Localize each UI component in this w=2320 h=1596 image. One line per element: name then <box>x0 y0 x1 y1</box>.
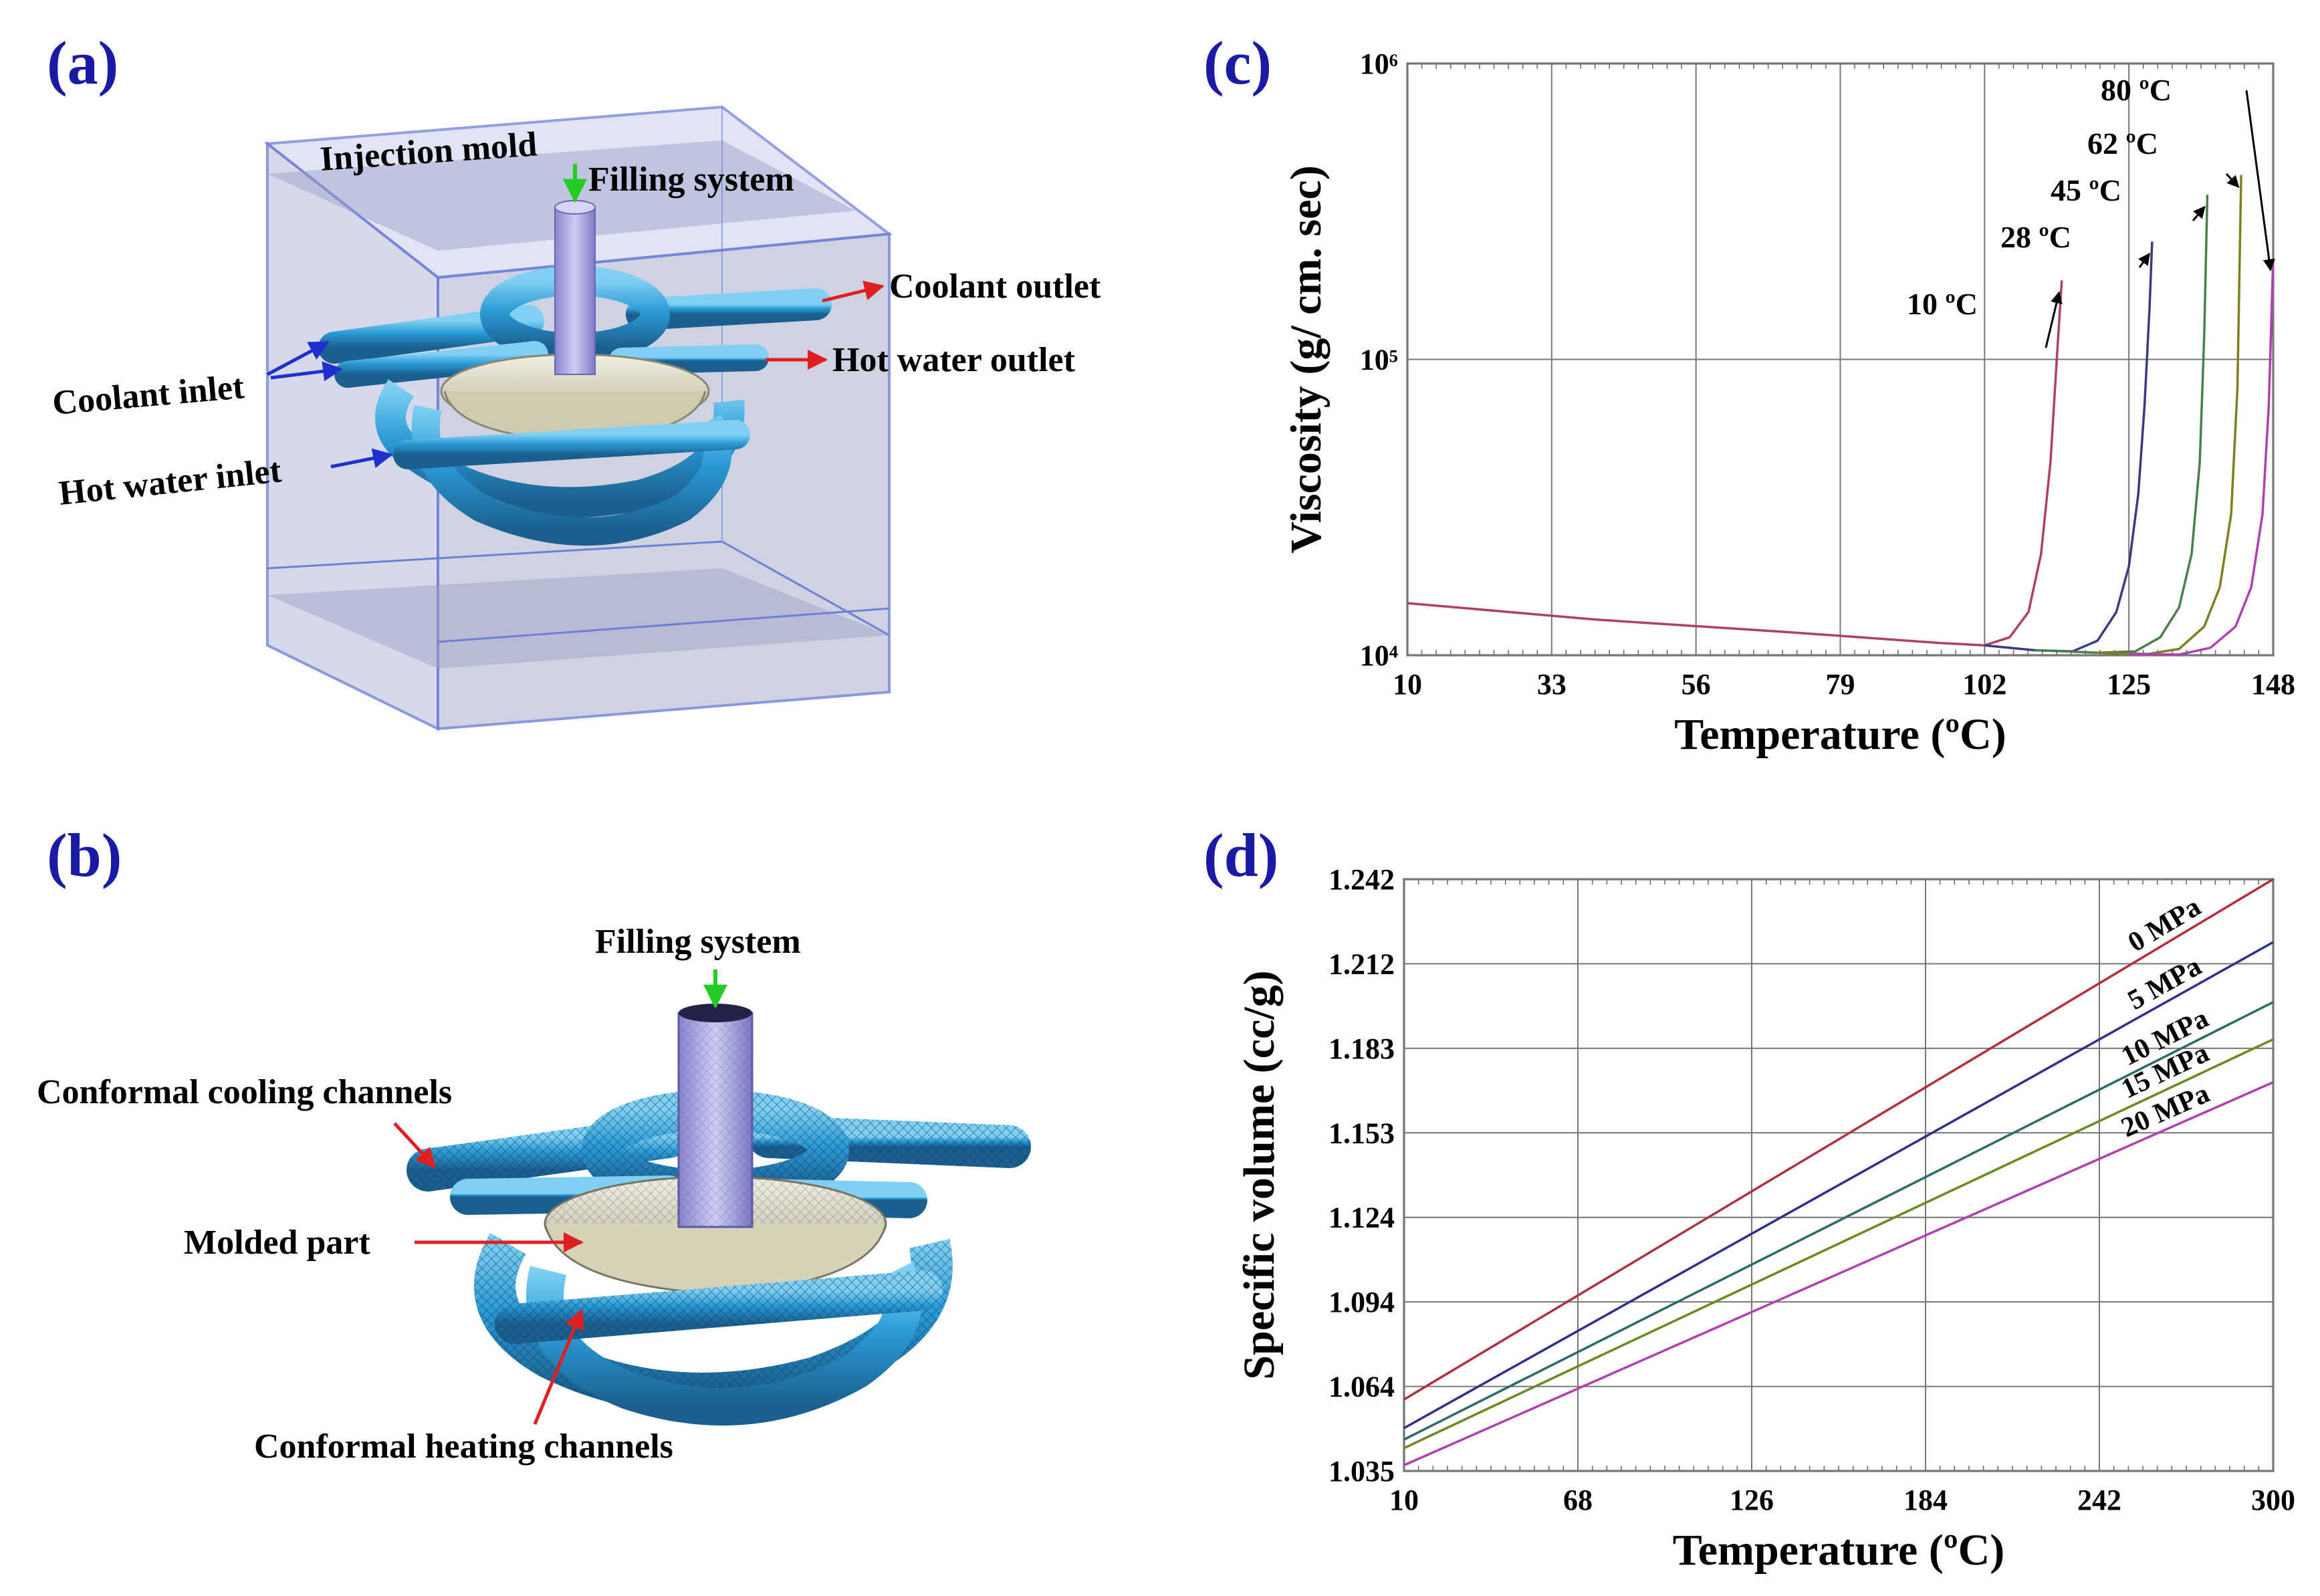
coolant-outlet-arrow <box>822 280 885 303</box>
y-tick-label: 1.183 <box>1328 1032 1395 1065</box>
x-tick-label: 102 <box>1962 668 2006 701</box>
curve-annotation: 45 ºC <box>2051 173 2121 207</box>
molded-part-label: Molded part <box>184 1224 370 1262</box>
sprue-a <box>554 200 596 375</box>
x-tick-label: 68 <box>1563 1484 1593 1516</box>
heating-channels-label: Conformal heating channels <box>254 1428 673 1466</box>
panel-a: (a) <box>47 29 1101 731</box>
viscosity-chart: 10 33 56 79 102 125 148 10⁴ 10⁵ 10⁶ Temperature (º… <box>1282 47 2295 759</box>
x-tick-label: 148 <box>2251 668 2295 701</box>
x-tick-label: 184 <box>1903 1484 1948 1516</box>
series-line-15-mpa <box>1403 1038 2274 1450</box>
y-tick-label: 1.242 <box>1328 863 1395 896</box>
panel-d: (d) 10 68 126 184 242 300 1.035 1.064 1.094 1.124… <box>1203 821 2295 1575</box>
heating-channels-pointer <box>533 1308 584 1425</box>
y-tick-label: 10⁵ <box>1360 344 1398 376</box>
x-tick-label: 33 <box>1537 668 1567 701</box>
y-tick-label: 1.064 <box>1328 1371 1395 1403</box>
x-tick-label: 10 <box>1393 668 1422 701</box>
annotation-arrow <box>2192 205 2206 221</box>
y-tick-label: 1.094 <box>1328 1286 1395 1319</box>
coolant-outlet-label: Coolant outlet <box>889 267 1101 306</box>
sprue-b <box>677 1004 753 1228</box>
annotation-arrow <box>2225 173 2240 189</box>
x-tick-label: 300 <box>2251 1484 2295 1516</box>
panel-a-label: (a) <box>47 29 118 97</box>
panel-c: (c) 10 33 56 79 102 125 148 10⁴ 10⁵ 10⁶ Temperatur… <box>1203 29 2295 759</box>
annotation-arrow <box>2045 291 2063 348</box>
series-line-20-mpa <box>1403 1080 2274 1467</box>
specific-volume-chart: 10 68 126 184 242 300 1.035 1.064 1.094 1.124 1.15… <box>1235 863 2295 1575</box>
y-axis-label: Viscosity (g/ cm. sec) <box>1282 165 1330 553</box>
panel-d-label: (d) <box>1203 821 1278 889</box>
curve-annotation: 80 ºC <box>2101 73 2172 107</box>
hot-water-inlet-label: Hot water inlet <box>57 451 283 513</box>
annotation-arrow <box>2138 252 2151 268</box>
cooling-channels-pointer <box>393 1122 437 1169</box>
y-tick-label: 10⁶ <box>1360 47 1398 80</box>
coolant-inlet-label: Coolant inlet <box>51 368 246 423</box>
x-tick-label: 79 <box>1826 668 1855 701</box>
series-line-0-mpa <box>1403 878 2274 1401</box>
y-tick-label: 1.035 <box>1328 1455 1395 1488</box>
y-tick-label: 1.212 <box>1328 947 1395 980</box>
curve-annotation: 28 ºC <box>2000 220 2071 254</box>
series-line-10-mpa <box>1403 1001 2274 1441</box>
x-axis-label: Temperature (ºC) <box>1673 1526 2005 1575</box>
series-line-80-c <box>2129 257 2275 656</box>
x-tick-label: 56 <box>1681 668 1711 701</box>
y-tick-label: 1.153 <box>1328 1117 1395 1149</box>
curve-annotation: 62 ºC <box>2087 126 2158 160</box>
y-axis-label: Specific volume (cc/g) <box>1235 970 1284 1379</box>
x-tick-label: 10 <box>1389 1484 1419 1516</box>
coolant-inlet-arrow-2 <box>270 361 343 382</box>
y-tick-label: 10⁴ <box>1360 639 1398 672</box>
heating-pipes-a <box>375 379 750 546</box>
x-tick-label: 125 <box>2107 668 2151 701</box>
filling-system-label-a: Filling system <box>588 160 794 199</box>
hot-water-inlet-arrow <box>330 448 393 469</box>
plot-area <box>1403 878 2275 1472</box>
panel-b-label: (b) <box>47 821 122 889</box>
x-tick-label: 126 <box>1730 1484 1774 1516</box>
series-line-5-mpa <box>1403 941 2274 1430</box>
curve-annotation: 10 ºC <box>1907 287 1978 321</box>
filling-system-label-b: Filling system <box>595 923 801 961</box>
panel-c-label: (c) <box>1203 29 1272 97</box>
hot-water-outlet-label: Hot water outlet <box>832 341 1076 379</box>
annotation-arrow <box>2245 90 2275 271</box>
panel-b: (b) Filling system <box>37 821 1031 1466</box>
x-tick-label: 242 <box>2077 1484 2121 1516</box>
cooling-channels-label: Conformal cooling channels <box>37 1073 452 1111</box>
coolant-inlet-arrow-1 <box>266 340 330 376</box>
y-tick-label: 1.124 <box>1328 1202 1395 1234</box>
x-axis-label: Temperature (ºC) <box>1674 710 2006 759</box>
series-line-10-c <box>1407 280 2063 647</box>
